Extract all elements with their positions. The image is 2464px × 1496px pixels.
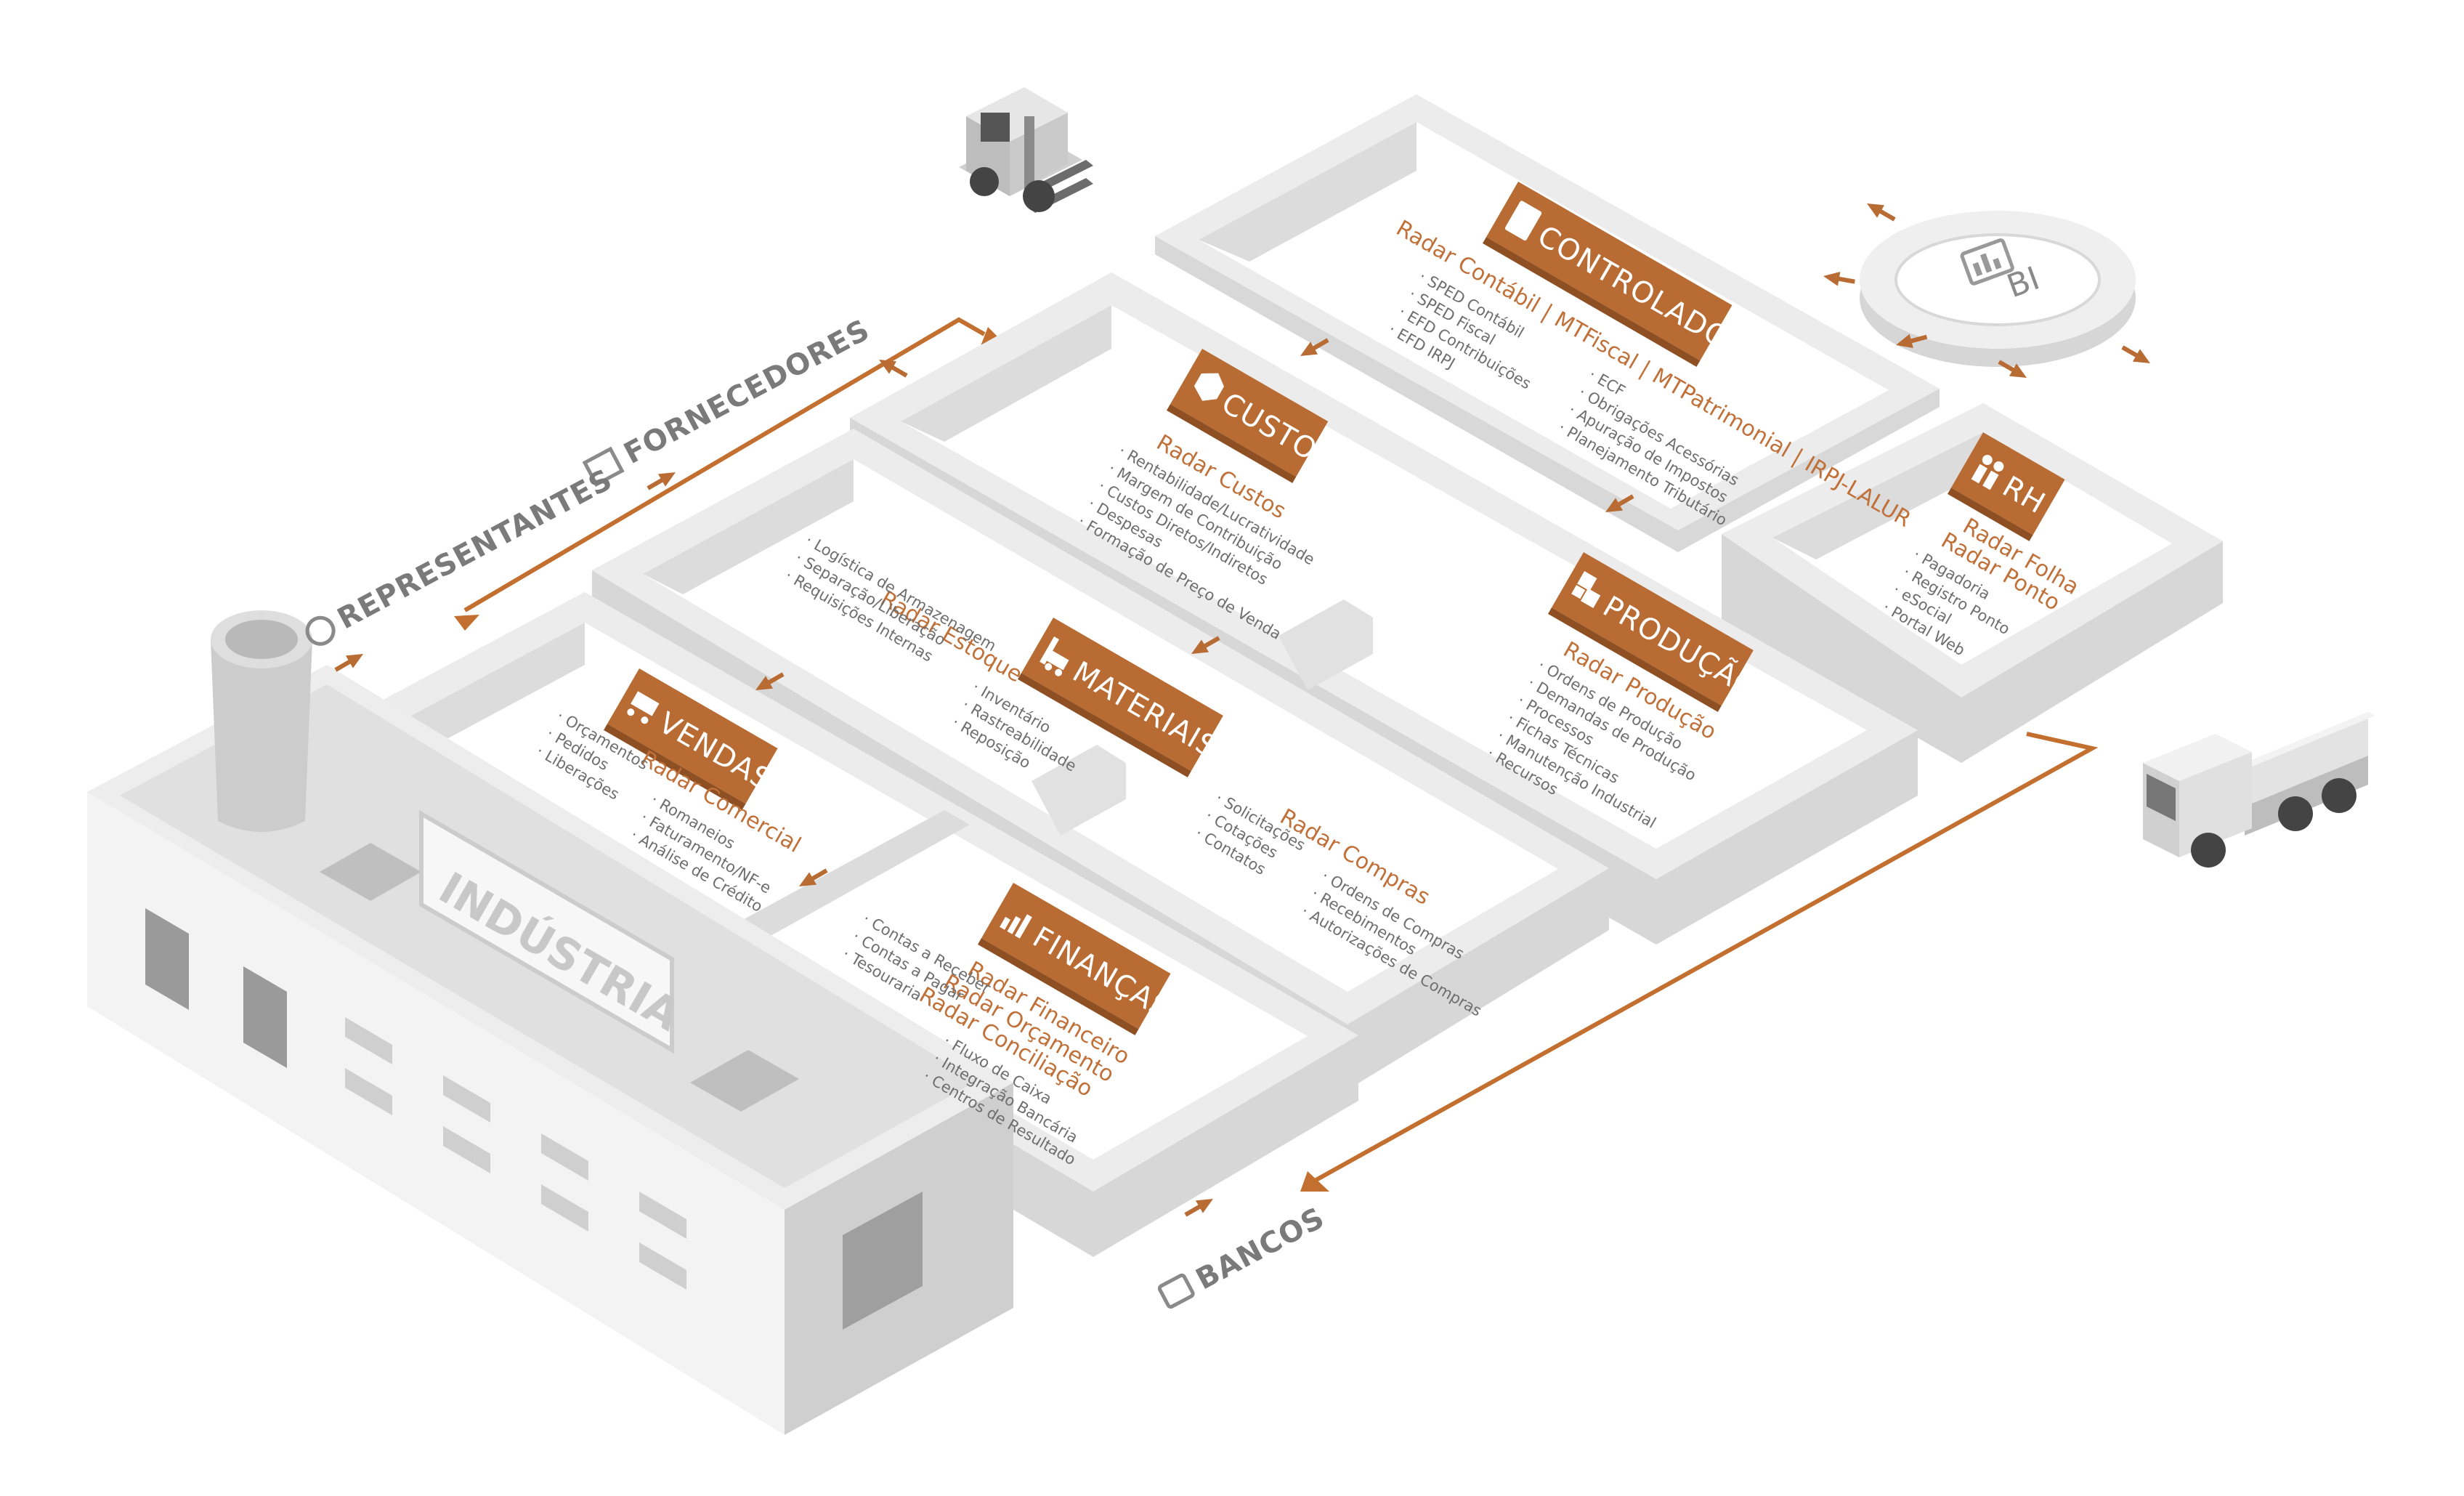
globe-icon: [305, 615, 336, 646]
rooftop-unit: [320, 843, 421, 901]
sign-rh: RH: [1948, 432, 2065, 541]
bi-icon: [1960, 238, 2014, 286]
building-windows: [345, 1017, 686, 1290]
flow-arrow-head: [454, 615, 479, 631]
side-vent: [843, 1192, 923, 1330]
truck-illustration: [2143, 712, 2375, 868]
boxes-icon: [1571, 571, 1601, 608]
industry-building: INDÚSTRIA: [87, 610, 1013, 1435]
bi-ring: BI: [1860, 211, 2136, 367]
bancos-label: BANCOS: [1191, 1201, 1330, 1296]
cart-icon: [627, 691, 660, 724]
flow-arrow-head: [1300, 1171, 1329, 1192]
people-icon: [1971, 454, 2004, 490]
rooftop-unit: [690, 1050, 799, 1112]
bancos-label-group: BANCOS: [1157, 1201, 1330, 1309]
fornecedores-icon: [582, 446, 625, 488]
sign-materiais: MATERIAIS: [1018, 618, 1223, 777]
flow-lines: [463, 317, 2099, 1183]
forklift-small-icon: [1040, 636, 1069, 676]
forklift-illustration: [959, 87, 1093, 213]
building-doors: [145, 908, 287, 1068]
bancos-flow-line: [1313, 732, 2099, 1183]
growth-chart-icon: [1000, 914, 1032, 939]
room-custos-producao: [850, 272, 1918, 945]
fornecedores-flow-line: [463, 317, 986, 612]
room-vendas-financas: [320, 592, 1358, 1257]
chimney: [211, 610, 312, 832]
tag-icon: [1194, 373, 1225, 401]
bank-icon: [1157, 1273, 1195, 1309]
calculator-icon: [1504, 201, 1542, 241]
room-controladoria: [1155, 94, 1940, 552]
room-rh: [1722, 403, 2223, 763]
